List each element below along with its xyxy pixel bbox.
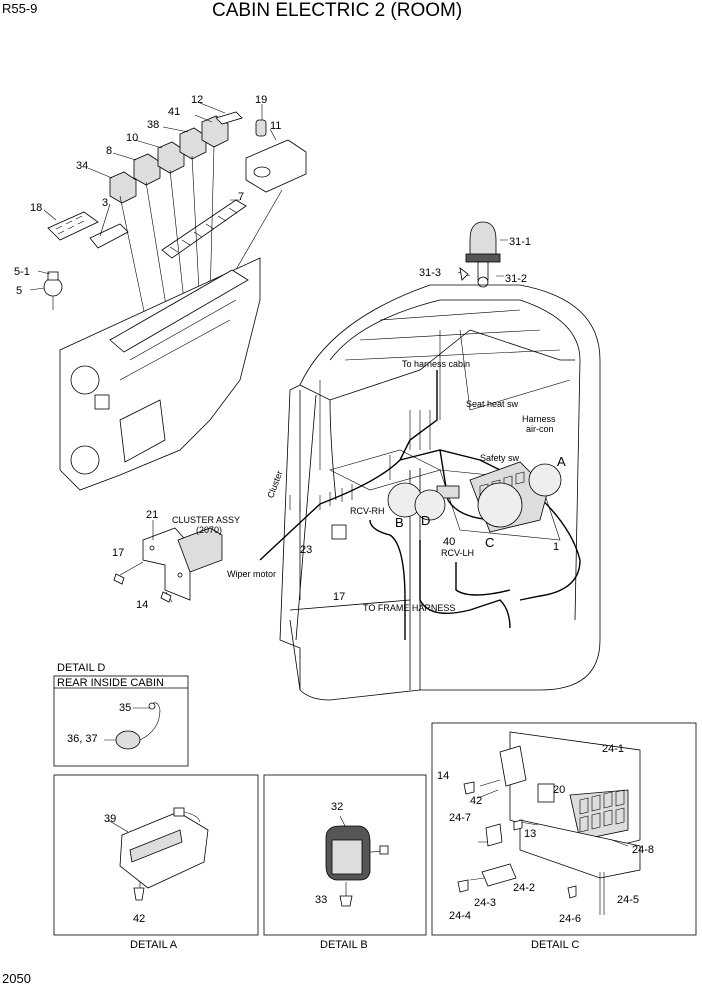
callout-14b: 14 (437, 770, 449, 782)
beacon-31 (457, 221, 508, 288)
note-harness: Harness (522, 414, 556, 424)
callout-31-3: 31-3 (419, 267, 441, 279)
callout-13: 13 (524, 828, 536, 840)
callout-24-1: 24-1 (602, 743, 624, 755)
callout-41: 41 (168, 106, 180, 118)
buzzer-36 (115, 730, 141, 750)
callout-3: 3 (102, 197, 108, 209)
detail-d-title: DETAIL D (57, 662, 105, 674)
callout-10: 10 (126, 132, 138, 144)
note-frame-harness: TO FRAME HARNESS (363, 603, 455, 613)
callout-12: 12 (191, 94, 203, 106)
callout-31-2: 31-2 (505, 273, 527, 285)
callout-24-2: 24-2 (513, 882, 535, 894)
switch-10 (157, 141, 185, 174)
callout-24-8: 24-8 (632, 844, 654, 856)
callout-24-7: 24-7 (449, 812, 471, 824)
page-title: CABIN ELECTRIC 2 (ROOM) (212, 0, 462, 21)
switch-34 (109, 171, 137, 204)
note-safety-sw: Safety sw (480, 453, 520, 463)
callout-21: 21 (146, 509, 158, 521)
callout-32: 32 (331, 801, 343, 813)
note-cluster-assy-ref: (2070) (196, 525, 222, 535)
note-air-con: air-con (526, 424, 554, 434)
lighter-19 (255, 119, 267, 137)
callout-34: 34 (76, 160, 88, 172)
callout-B: B (395, 515, 404, 530)
callout-C: C (485, 535, 494, 550)
note-seat-heat-sw: Seat heat sw (466, 399, 519, 409)
switch-38 (179, 127, 207, 160)
callout-7: 7 (238, 191, 244, 203)
bracket-24-2 (481, 863, 517, 887)
callout-20: 20 (553, 784, 565, 796)
callout-19: 19 (255, 94, 267, 106)
callout-38: 38 (147, 119, 159, 131)
callout-5-1: 5-1 (14, 266, 30, 278)
callout-17a: 17 (112, 547, 124, 559)
detail-b: 32 33 DETAIL B (263, 774, 427, 951)
key-switch-5 (43, 277, 63, 297)
callout-18: 18 (30, 202, 42, 214)
detail-b-title: DETAIL B (320, 939, 368, 951)
bracket-24-8 (519, 819, 641, 879)
page-number: 2050 (2, 971, 31, 986)
keypad-18 (47, 211, 99, 241)
key-5-1 (47, 271, 59, 281)
callout-24-4: 24-4 (449, 910, 471, 922)
callout-17b: 17 (333, 591, 345, 603)
switch-8 (133, 153, 161, 186)
callout-39: 39 (104, 813, 116, 825)
switch-3 (89, 223, 129, 249)
socket-11 (245, 139, 307, 193)
note-harness-cabin: To harness cabin (402, 359, 470, 369)
callout-24-3: 24-3 (474, 897, 496, 909)
cluster-bracket-21 (113, 520, 223, 603)
switch-panel-group (29, 102, 307, 341)
callout-42a: 42 (133, 913, 145, 925)
callout-24-6: 24-6 (559, 913, 581, 925)
module-23 (331, 524, 347, 540)
relay-20 (537, 783, 555, 803)
detail-a-title: DETAIL A (130, 939, 178, 951)
note-rcv-lh: RCV-LH (441, 548, 474, 558)
callout-24-5: 24-5 (617, 894, 639, 906)
detail-d: DETAIL D REAR INSIDE CABIN 35 36, 37 (53, 662, 189, 767)
callout-1: 1 (553, 541, 559, 553)
fuse-relay-block (289, 461, 562, 540)
callout-D: D (421, 513, 430, 528)
callout-35: 35 (119, 702, 131, 714)
detail-c-title: DETAIL C (531, 939, 579, 951)
callout-42b: 42 (470, 795, 482, 807)
note-cluster-assy: CLUSTER ASSY (172, 515, 240, 525)
callout-23: 23 (300, 544, 312, 556)
note-wiper-motor: Wiper motor (227, 569, 276, 579)
cabin-frame (279, 284, 601, 701)
side-console (59, 257, 261, 491)
callout-33: 33 (315, 894, 327, 906)
note-cluster: Cluster (265, 469, 284, 499)
callout-31-1: 31-1 (509, 236, 531, 248)
callout-8: 8 (106, 145, 112, 157)
model-code: R55-9 (2, 1, 37, 16)
note-rcv-rh: RCV-RH (350, 506, 385, 516)
detail-a: 39 42 DETAIL A (53, 774, 259, 951)
cover-12 (215, 111, 243, 125)
detail-d-marker (414, 489, 446, 521)
callout-11: 11 (270, 120, 281, 132)
callout-36-37: 36, 37 (67, 733, 98, 745)
callout-5: 5 (16, 285, 22, 297)
detail-c: 24-1 14 42 20 24-7 13 24-8 24-2 24-3 24-… (431, 722, 697, 951)
callout-A: A (557, 454, 566, 469)
detail-a-marker (528, 463, 562, 497)
detail-d-subtitle: REAR INSIDE CABIN (57, 677, 164, 689)
relay-24-7 (485, 823, 503, 847)
callout-14a: 14 (136, 599, 148, 611)
callout-40: 40 (443, 536, 455, 548)
detail-c-marker (477, 482, 523, 528)
